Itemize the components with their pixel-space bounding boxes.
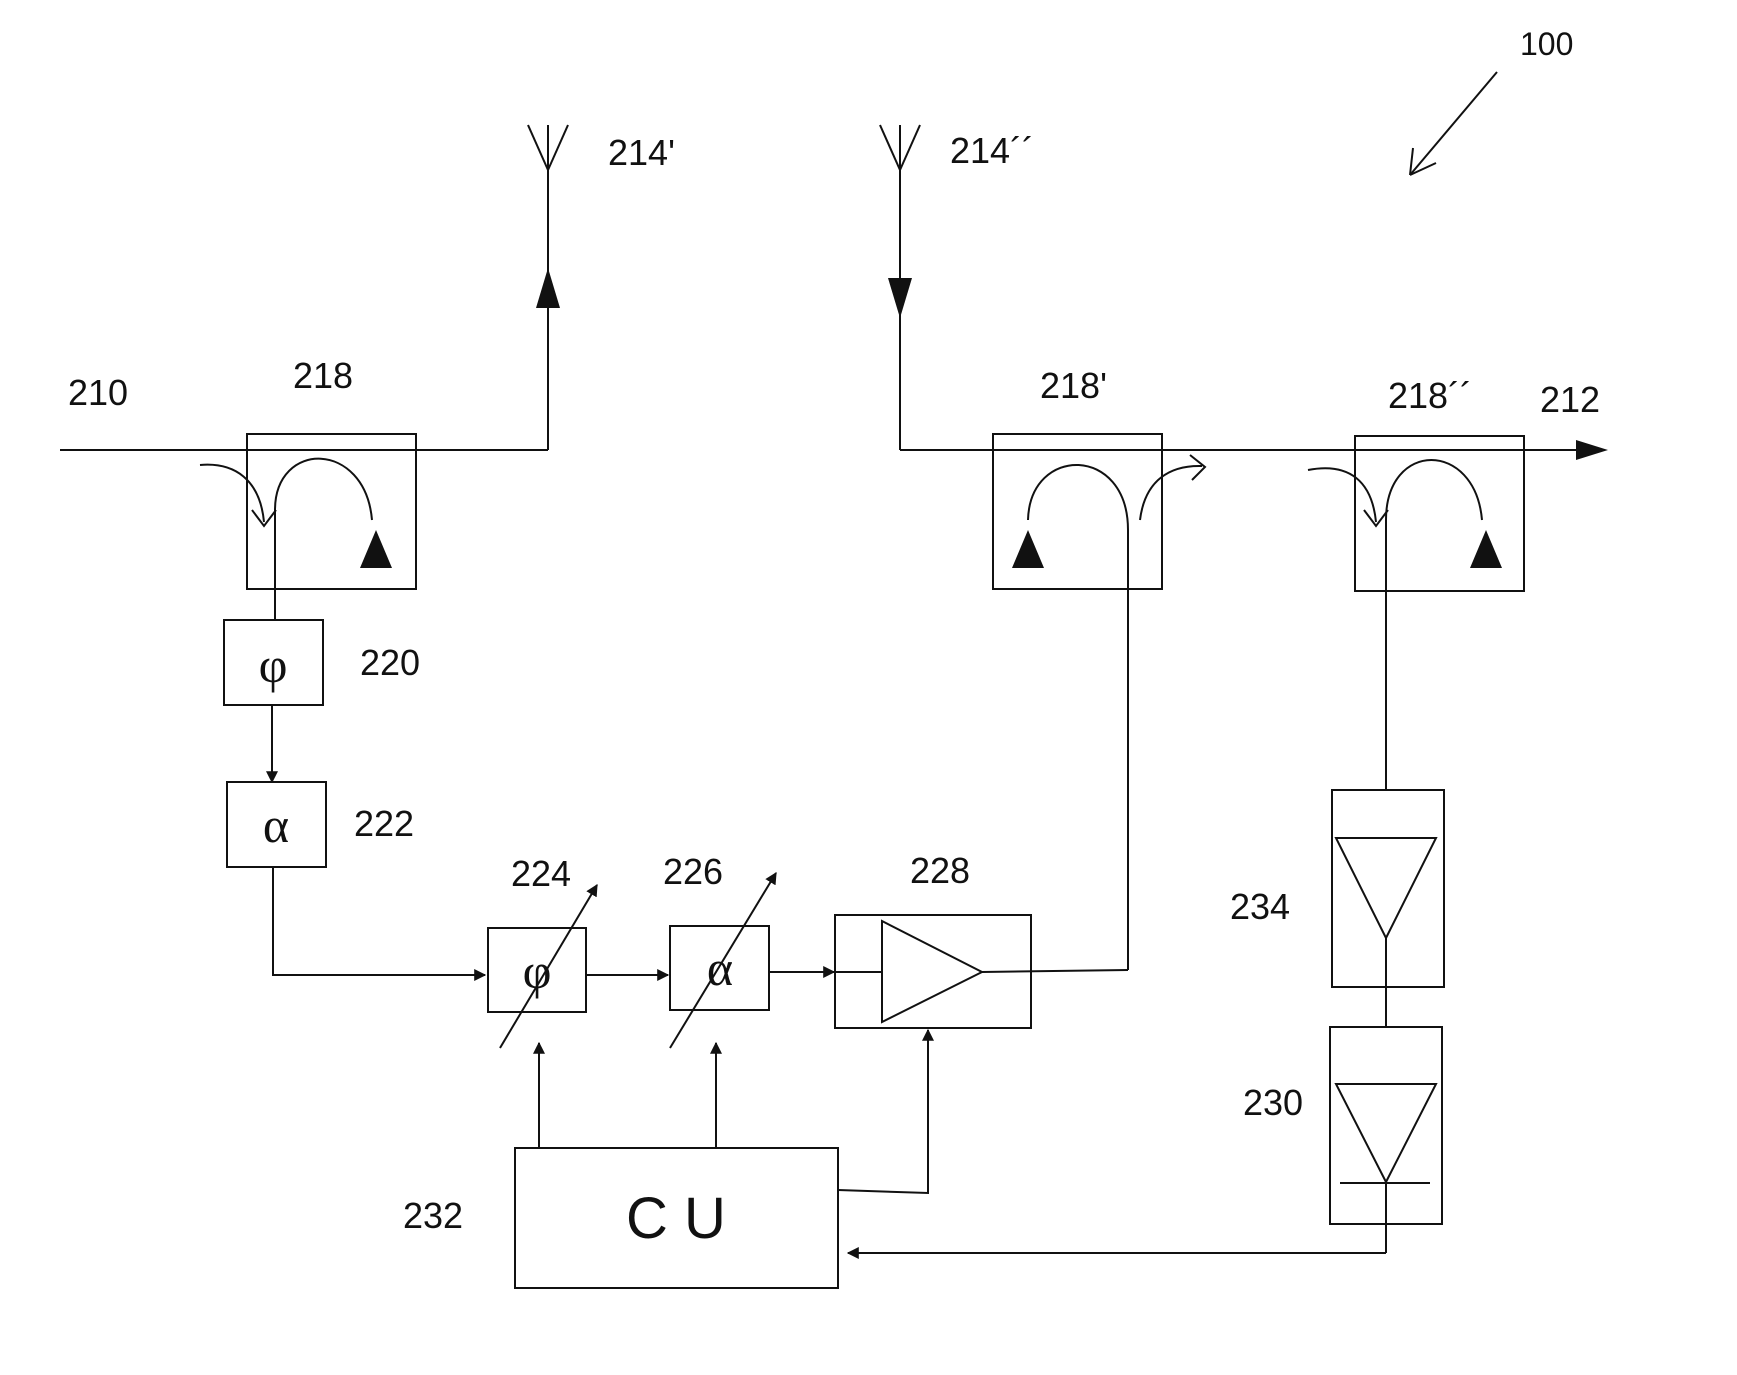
tx-arrow-up — [536, 268, 560, 308]
label-234: 234 — [1230, 886, 1290, 927]
directional-coupler-icon — [993, 434, 1205, 970]
label-228: 228 — [910, 850, 970, 891]
phase-symbol: φ — [523, 943, 552, 999]
antenna-icon — [528, 125, 568, 170]
label-218-prime: 218' — [1040, 365, 1107, 406]
diode-icon — [1330, 1027, 1442, 1253]
link-222-224 — [273, 867, 485, 975]
label-230: 230 — [1243, 1082, 1303, 1123]
label-212: 212 — [1540, 379, 1600, 420]
link-228-218prime — [982, 970, 1128, 972]
output-arrow — [1576, 440, 1608, 460]
label-214-prime: 214' — [608, 132, 675, 173]
atten-symbol: α — [263, 797, 289, 853]
label-232: 232 — [403, 1195, 463, 1236]
figure-ref-arrow — [1410, 72, 1497, 175]
directional-coupler-icon — [1308, 436, 1524, 790]
label-226: 226 — [663, 851, 723, 892]
figure-ref-label: 100 — [1520, 26, 1573, 62]
directional-coupler-icon — [200, 434, 416, 620]
label-214-double-prime: 214´´ — [950, 130, 1034, 171]
phase-symbol: φ — [259, 637, 288, 693]
label-222: 222 — [354, 803, 414, 844]
variable-indicator-224 — [500, 885, 597, 1048]
rx-arrow-down — [888, 278, 912, 318]
label-210: 210 — [68, 372, 128, 413]
label-224: 224 — [511, 853, 571, 894]
cu-to-228 — [838, 1030, 928, 1193]
control-unit-text: C U — [626, 1186, 726, 1251]
antenna-icon — [880, 125, 920, 170]
label-218: 218 — [293, 355, 353, 396]
variable-indicator-226 — [670, 873, 776, 1048]
label-218-double-prime: 218´´ — [1388, 375, 1472, 416]
label-220: 220 — [360, 642, 420, 683]
amplifier-triangle-icon — [1332, 790, 1444, 987]
